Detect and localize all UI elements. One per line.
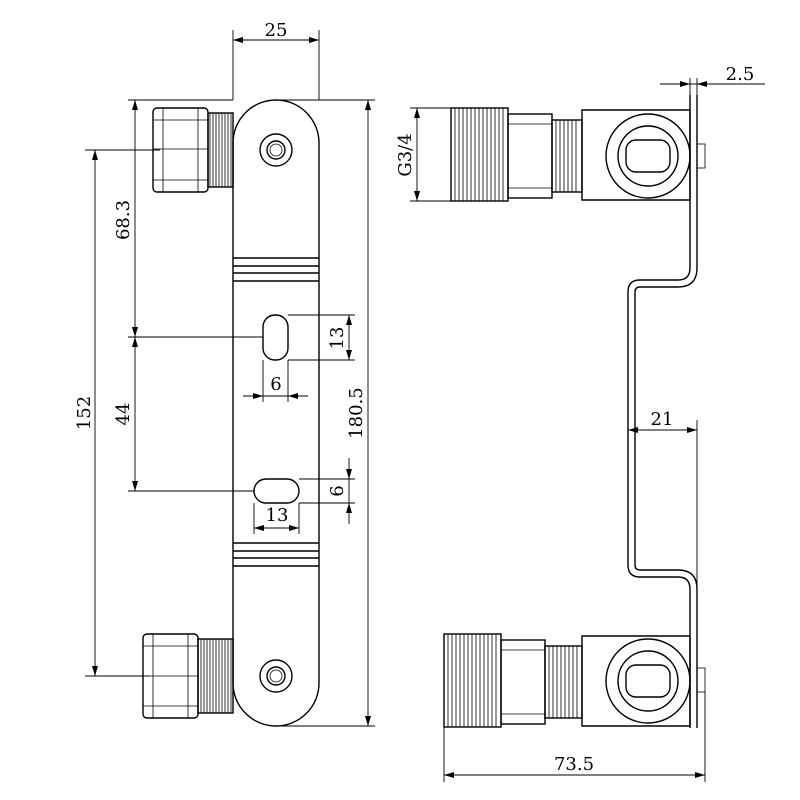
lower-slot xyxy=(253,478,300,504)
upper-slot xyxy=(262,314,289,361)
lower-elbow-outer xyxy=(605,638,691,724)
dim-overall-depth-label: 73.5 xyxy=(554,754,594,775)
dim-lower-slot-width-label: 13 xyxy=(266,505,289,526)
dim-slot-spacing: 44 xyxy=(113,337,254,492)
mounting-plate xyxy=(232,99,320,727)
dim-plate-thickness: 2.5 xyxy=(660,64,765,100)
dim-upper-slot-width: 6 xyxy=(243,360,308,402)
dim-offset-depth: 21 xyxy=(627,409,698,600)
dim-thread: G3/4 xyxy=(395,107,451,202)
dim-upper-to-slot-label: 68.3 xyxy=(113,200,134,240)
dim-lower-slot-width: 13 xyxy=(253,503,300,534)
dim-thread-label: G3/4 xyxy=(395,133,416,176)
upper-elbow-outer xyxy=(605,113,691,199)
lower-mounting-hole xyxy=(259,659,293,693)
dim-centers-label: 152 xyxy=(74,396,95,430)
dim-overall-depth: 73.5 xyxy=(443,692,706,782)
dim-upper-slot-width-label: 6 xyxy=(270,374,281,395)
dim-upper-slot-height: 13 xyxy=(288,314,355,361)
dim-centers: 152 xyxy=(74,149,160,677)
dim-overall-length-label: 180.5 xyxy=(346,387,367,439)
upper-fitting xyxy=(152,107,234,193)
upper-side-fitting xyxy=(450,107,706,202)
upper-mounting-hole xyxy=(259,133,293,167)
front-view: 25 180.5 152 68.3 xyxy=(74,20,375,727)
dim-overall-length: 180.5 xyxy=(276,99,375,727)
lower-side-fitting xyxy=(443,633,706,728)
dim-plate-thickness-label: 2.5 xyxy=(726,64,755,85)
dim-lower-slot-height-label: 6 xyxy=(327,485,348,496)
dim-offset-depth-label: 21 xyxy=(651,409,674,430)
dim-slot-spacing-label: 44 xyxy=(113,403,134,426)
dim-lower-slot-height: 6 xyxy=(299,458,355,524)
dim-width-top-label: 25 xyxy=(265,20,288,41)
side-view: 2.5 G3/4 21 73.5 xyxy=(395,64,765,782)
lower-fitting xyxy=(142,633,234,719)
dim-upper-slot-height-label: 13 xyxy=(327,327,348,350)
plate-ribs xyxy=(233,257,319,567)
dim-upper-to-slot: 68.3 xyxy=(113,99,263,338)
dim-width-top: 25 xyxy=(232,20,320,100)
